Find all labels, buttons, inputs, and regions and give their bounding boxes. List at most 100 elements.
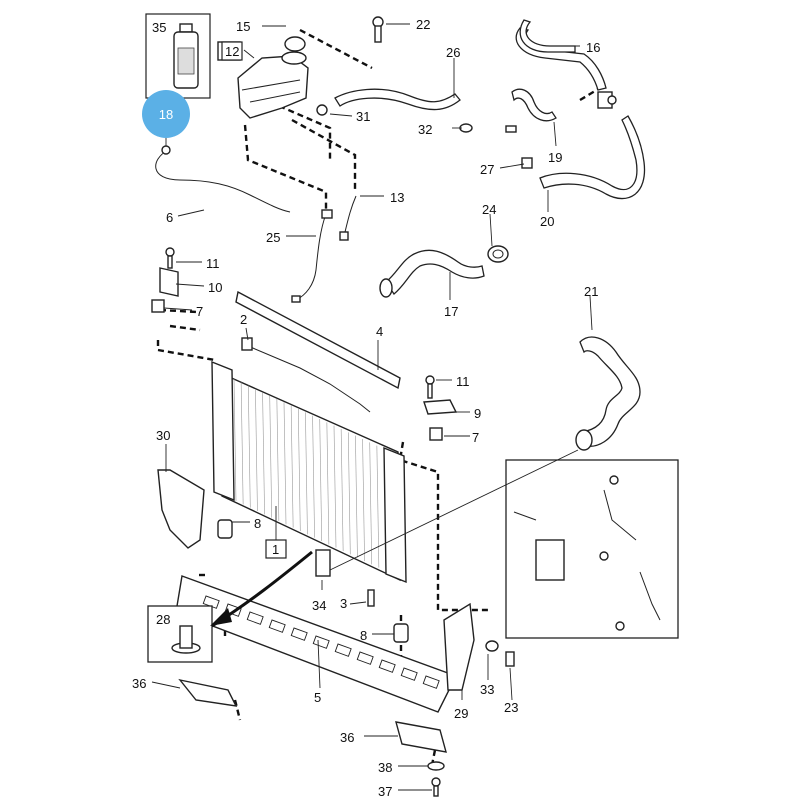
callout-5: 5 — [314, 690, 321, 705]
shroud-slot — [312, 635, 330, 649]
callout-22: 22 — [416, 17, 430, 32]
callout-15: 15 — [236, 19, 250, 34]
callout-8b: 8 — [360, 628, 367, 643]
callout-17: 17 — [444, 304, 458, 319]
callout-16: 16 — [586, 40, 600, 55]
callout-23: 23 — [504, 700, 518, 715]
arrow-head — [210, 608, 232, 626]
hose-21 — [575, 336, 641, 451]
radiator-fin — [347, 432, 351, 555]
shroud-slot — [356, 651, 374, 665]
mount-8a — [217, 519, 233, 539]
callout-35: 35 — [152, 20, 166, 35]
shroud-slot — [334, 643, 352, 657]
callout-12: 12 — [225, 44, 239, 59]
hose-16 — [515, 19, 617, 109]
callout-7a: 7 — [196, 304, 203, 319]
callout-33: 33 — [480, 682, 494, 697]
callout-18[interactable]: 18 — [159, 107, 173, 122]
shroud-slot — [422, 675, 440, 689]
radiator-fin — [276, 398, 280, 522]
radiator-fin — [340, 428, 344, 552]
radiator-core — [211, 360, 407, 584]
callout-36b: 36 — [340, 730, 354, 745]
callout-27: 27 — [480, 162, 494, 177]
radiator-fin — [255, 388, 258, 512]
radiator-fin — [305, 412, 308, 535]
callout-10: 10 — [208, 280, 222, 295]
callout-1-box — [265, 539, 287, 559]
mount-8b — [393, 623, 409, 643]
hose-17 — [379, 249, 485, 298]
inset-28 — [147, 605, 213, 663]
callout-labels: 35 15 12 22 26 16 31 32 19 27 13 20 6 25… — [132, 17, 600, 799]
washer-38 — [427, 761, 445, 771]
shroud-slot — [246, 611, 264, 625]
callout-31: 31 — [356, 109, 370, 124]
callout-21: 21 — [584, 284, 598, 299]
lower-shroud-5 — [175, 575, 457, 713]
callout-34: 34 — [312, 598, 326, 613]
callout-7b: 7 — [472, 430, 479, 445]
hose-26 — [316, 88, 461, 116]
callout-2: 2 — [240, 312, 247, 327]
radiator-fin — [233, 378, 237, 502]
shroud-slot — [268, 619, 286, 633]
sensor-34 — [315, 549, 331, 577]
callout-13: 13 — [390, 190, 404, 205]
callout-29: 29 — [454, 706, 468, 721]
callout-25: 25 — [266, 230, 280, 245]
highlight-circle[interactable] — [142, 90, 190, 138]
washer-33 — [485, 640, 499, 652]
callout-1: 1 — [272, 542, 279, 557]
plate-36a — [178, 678, 238, 707]
radiator-fin — [326, 422, 330, 545]
highlighted-callout[interactable]: 18 — [142, 90, 190, 138]
callout-8a: 8 — [254, 516, 261, 531]
bracket-9 — [423, 375, 458, 441]
bracket-29 — [443, 602, 475, 691]
radiator-fin — [240, 382, 244, 505]
oil-cooler-inset — [505, 459, 679, 639]
hose-19 — [511, 88, 557, 122]
callout-26: 26 — [446, 45, 460, 60]
callout-36a: 36 — [132, 676, 146, 691]
radiator-fin — [269, 395, 273, 518]
shroud-slot — [290, 627, 308, 641]
shroud-slot — [400, 667, 418, 681]
radiator-fin — [362, 438, 365, 562]
bracket-10 — [151, 267, 179, 313]
radiator-fin — [247, 385, 251, 508]
clip-27 — [505, 125, 533, 169]
callout-24: 24 — [482, 202, 496, 217]
radiator-fin — [376, 445, 380, 568]
radiator-fin — [355, 435, 358, 558]
callout-11a: 11 — [206, 256, 220, 271]
bracket-30 — [157, 469, 205, 549]
dashed-routing-lines — [156, 28, 601, 766]
bolt-37 — [431, 777, 441, 797]
sensor-harness-25 — [291, 209, 333, 303]
level-sensor-wire — [155, 145, 291, 213]
callout-20: 20 — [540, 214, 554, 229]
seal-strip-4 — [235, 290, 401, 390]
sensor-harness-13 — [339, 195, 357, 241]
callout-32: 32 — [418, 122, 432, 137]
leader-lines — [151, 23, 593, 791]
callout-12-box — [221, 41, 243, 61]
radiator-fin — [369, 442, 373, 565]
shroud-slot — [378, 659, 396, 673]
radiator-fin — [290, 405, 294, 528]
radiator-fin — [333, 425, 337, 548]
callout-38: 38 — [378, 760, 392, 775]
bolt-22 — [372, 16, 384, 43]
radiator-fin — [297, 408, 301, 532]
leader-inset — [329, 449, 579, 571]
radiator-fin — [312, 415, 315, 538]
plate-36b — [395, 721, 447, 753]
hose-20 — [539, 115, 646, 200]
bolt-11a — [165, 247, 175, 269]
callout-6: 6 — [166, 210, 173, 225]
callout-3: 3 — [340, 596, 347, 611]
